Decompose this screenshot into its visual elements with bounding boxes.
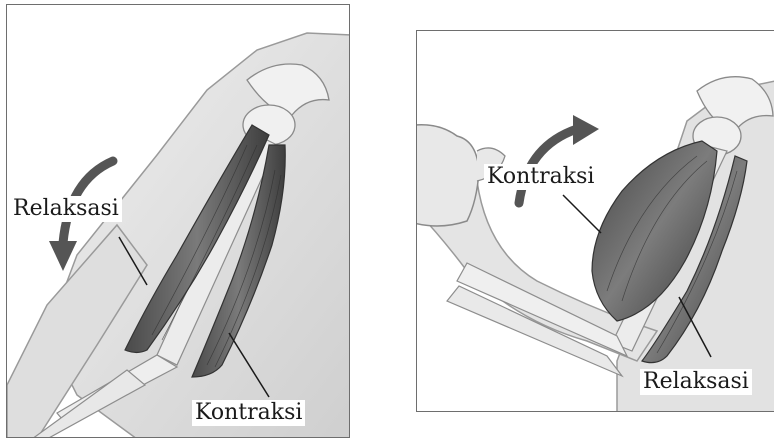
leader-line-contraction (563, 195, 601, 233)
label-contraction-left: Kontraksi (192, 400, 305, 426)
label-relaxation-left: Relaksasi (10, 196, 122, 222)
label-contraction-right: Kontraksi (484, 164, 597, 190)
arrow-head (573, 115, 599, 145)
label-relaxation-right: Relaksasi (640, 369, 752, 395)
flexed-arm-panel (416, 30, 774, 412)
flexed-arm-illustration (417, 31, 774, 412)
fist (417, 125, 479, 226)
